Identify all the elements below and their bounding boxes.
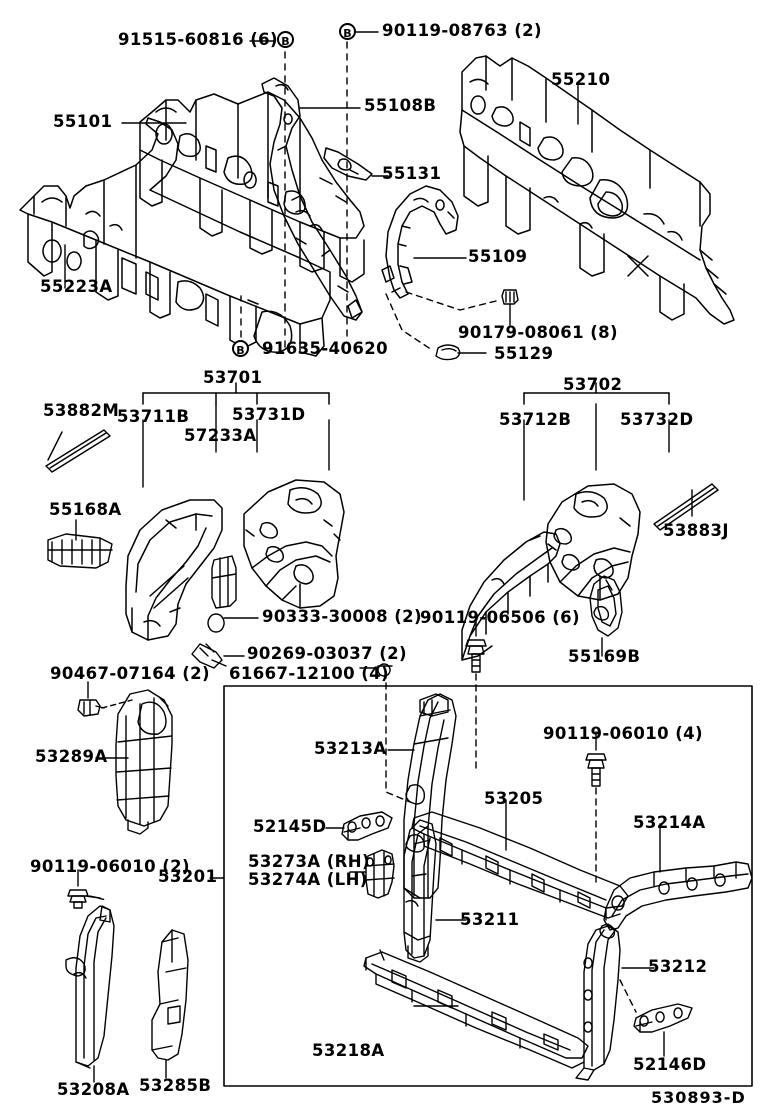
label-53702: 53702 <box>563 375 623 394</box>
part-53732D-shape <box>545 483 641 601</box>
part-55223A-shape <box>19 117 331 357</box>
box-53201 <box>223 685 753 1087</box>
part-52145D-shape <box>341 811 393 841</box>
part-53882M-shape <box>45 429 111 473</box>
label-53218A: 53218A <box>312 1041 385 1060</box>
label-53213A: 53213A <box>314 739 387 758</box>
part-55168A-shape <box>47 533 113 569</box>
label-61667-12100: 61667-12100 (4) <box>229 664 389 683</box>
dash-55129 <box>385 293 433 351</box>
label-90119-06010-2: 90119-06010 (2) <box>30 857 190 876</box>
label-55223A: 55223A <box>40 277 113 296</box>
part-53208A-shape <box>65 905 115 1069</box>
part-53712B-shape <box>461 531 561 661</box>
label-90179-08061: 90179-08061 (8) <box>458 323 618 342</box>
label-53732D: 53732D <box>620 410 694 429</box>
label-53211: 53211 <box>460 910 520 929</box>
label-53882M: 53882M <box>43 401 120 420</box>
part-53212-shape <box>575 923 621 1081</box>
part-55101-shape <box>139 91 365 283</box>
label-53214A: 53214A <box>633 813 706 832</box>
diagram-code: 530893-D <box>651 1088 746 1107</box>
part-53273A-shape <box>365 849 395 899</box>
badge-b-bottom: B <box>232 340 249 357</box>
label-55168A: 55168A <box>49 500 122 519</box>
label-90333-30008: 90333-30008 (2) <box>262 607 422 626</box>
part-55210-shape <box>459 55 735 325</box>
label-91515-60816: 91515-60816 (6) <box>118 30 278 49</box>
bracket-53702-stems <box>523 403 670 501</box>
part-90269-03037-screw <box>191 643 227 669</box>
part-53711B-shape <box>125 499 223 641</box>
label-55210: 55210 <box>551 70 611 89</box>
label-53201: 53201 <box>158 867 218 886</box>
label-53883J: 53883J <box>663 521 729 540</box>
label-55169B: 55169B <box>568 647 641 666</box>
part-55108B-shape <box>261 77 363 321</box>
label-53701: 53701 <box>203 368 263 387</box>
part-55129-plug <box>435 344 461 361</box>
leader-53882M <box>47 431 63 461</box>
label-55129: 55129 <box>494 344 554 363</box>
label-55109: 55109 <box>468 247 528 266</box>
label-55131: 55131 <box>382 164 442 183</box>
part-53289A-shape <box>115 689 173 835</box>
label-90467-07164: 90467-07164 (2) <box>50 664 210 683</box>
dash-90467-07164 <box>101 699 133 709</box>
badge-b-top-center: B <box>339 23 356 40</box>
label-53274A-lh: 53274A (LH) <box>248 870 368 889</box>
part-90179-08061-clip <box>501 289 519 305</box>
part-90119-06506-bolt <box>465 639 487 673</box>
part-55109-shape <box>381 185 459 299</box>
part-53285B-shape <box>151 929 189 1061</box>
label-53711B: 53711B <box>117 407 190 426</box>
dash-53213A <box>385 759 411 803</box>
part-53213A-shape <box>403 693 457 899</box>
label-53273A-rh: 53273A (RH) <box>248 852 370 871</box>
dash-90119-06010-2 <box>89 895 107 901</box>
label-53289A: 53289A <box>35 747 108 766</box>
badge-b-top-left: B <box>277 31 294 48</box>
part-61667-12100-clip <box>377 663 393 677</box>
part-53731D-shape <box>243 479 345 609</box>
label-57233A: 57233A <box>184 426 257 445</box>
label-55108B: 55108B <box>364 96 437 115</box>
label-52146D: 52146D <box>633 1055 707 1074</box>
label-53208A: 53208A <box>57 1080 130 1099</box>
label-53285B: 53285B <box>139 1076 212 1095</box>
label-53712B: 53712B <box>499 410 572 429</box>
part-52146D-shape <box>633 1003 693 1033</box>
label-55101: 55101 <box>53 112 113 131</box>
label-90269-03037: 90269-03037 (2) <box>247 644 407 663</box>
part-90333-30008-grommet <box>207 613 225 633</box>
label-52145D: 52145D <box>253 817 327 836</box>
part-90119-06010-4-bolt <box>585 753 607 787</box>
dash-52146D <box>619 979 637 1013</box>
label-90119-08763: 90119-08763 (2) <box>382 21 542 40</box>
label-90119-06506: 90119-06506 (6) <box>420 608 580 627</box>
part-55131-shape <box>323 147 373 181</box>
bracket-53702 <box>523 382 670 405</box>
part-53218A-shape <box>363 949 589 1069</box>
part-55169B-shape <box>589 575 623 637</box>
label-90119-06010-4: 90119-06010 (4) <box>543 724 703 743</box>
label-53731D: 53731D <box>232 405 306 424</box>
bracket-53701 <box>142 382 330 405</box>
bracket-53701-stems <box>142 403 330 488</box>
part-53214A-shape <box>603 861 753 931</box>
part-53205-shape <box>411 811 629 921</box>
part-90119-06010-2-bolt <box>67 889 101 909</box>
label-91635-40620: 91635-40620 <box>262 339 389 358</box>
part-57233A-shape <box>211 555 237 609</box>
label-53205: 53205 <box>484 789 544 808</box>
part-90467-07164-clip <box>77 699 105 717</box>
label-53212: 53212 <box>648 957 708 976</box>
dash-90179-08061 <box>405 291 501 311</box>
